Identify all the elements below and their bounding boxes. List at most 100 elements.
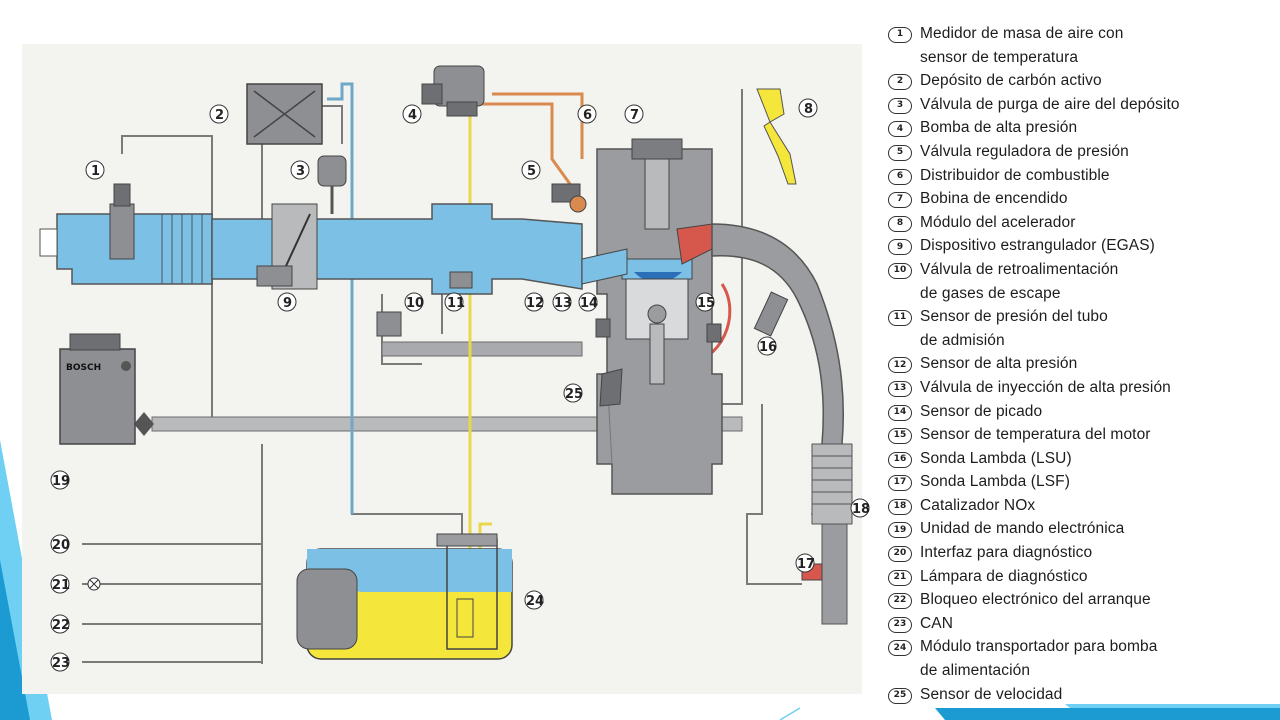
legend-text: Válvula de retroalimentación de gases de… xyxy=(920,260,1119,302)
callout-19: 19 xyxy=(52,474,70,489)
legend-number-badge: 23 xyxy=(888,616,912,633)
legend-text: Sensor de alta presión xyxy=(920,355,1078,373)
legend-item: 15 Sensor de temperatura del motor xyxy=(888,423,1280,447)
air-mass-meter xyxy=(109,183,135,260)
main-harness-bar xyxy=(134,412,743,436)
legend-item: 21 Lámpara de diagnóstico xyxy=(888,565,1280,589)
callout-3: 3 xyxy=(296,164,305,179)
legend-number-badge: 8 xyxy=(888,215,912,232)
legend-item: 25 Sensor de velocidad xyxy=(888,683,1280,707)
legend-text: Sensor de presión del tubo de admisión xyxy=(920,308,1108,349)
legend-number-badge: 25 xyxy=(888,687,912,704)
callout-18: 18 xyxy=(852,502,870,517)
high-pressure-pump xyxy=(421,65,485,117)
callout-25: 25 xyxy=(565,387,583,402)
legend-item: 23 CAN xyxy=(888,612,1280,636)
callout-8: 8 xyxy=(804,102,813,117)
legend-text: Lámpara de diagnóstico xyxy=(920,567,1088,585)
legend-item: 7 Bobina de encendido xyxy=(888,187,1280,211)
legend-number-badge: 16 xyxy=(888,451,912,468)
legend-item: 8 Módulo del acelerador xyxy=(888,211,1280,235)
legend-text: Bomba de alta presión xyxy=(920,119,1078,137)
callout-11: 11 xyxy=(447,296,465,311)
egr-valve xyxy=(376,311,402,337)
legend-text: Sensor de velocidad xyxy=(920,685,1063,703)
legend-text: Sonda Lambda (LSF) xyxy=(920,473,1070,491)
legend-number-badge: 3 xyxy=(888,97,912,114)
ecu-unit: BOSCH xyxy=(59,333,136,445)
legend-text: Sensor de picado xyxy=(920,402,1043,420)
engine-schematic: BOSCH 1 2 3 4 5 6 7 8 9 10 11 12 13 14 1… xyxy=(39,65,870,672)
legend-number-badge: 17 xyxy=(888,475,912,492)
callout-7: 7 xyxy=(630,108,639,123)
legend-text: Dispositivo estrangulador (EGAS) xyxy=(920,237,1155,255)
legend-number-badge: 9 xyxy=(888,239,912,256)
legend-text: Válvula reguladora de presión xyxy=(920,142,1129,160)
legend-number-badge: 5 xyxy=(888,144,912,161)
legend-item: 9 Dispositivo estrangulador (EGAS) xyxy=(888,234,1280,258)
legend-number-badge: 12 xyxy=(888,357,912,374)
bottom-accent-line xyxy=(779,707,801,720)
legend-text: CAN xyxy=(920,614,954,632)
legend-item: 22 Bloqueo electrónico del arranque xyxy=(888,588,1280,612)
legend-item: 2 Depósito de carbón activo xyxy=(888,69,1280,93)
legend-text: Bobina de encendido xyxy=(920,190,1068,208)
ecu-brand-label: BOSCH xyxy=(66,363,101,373)
callout-23: 23 xyxy=(52,656,70,671)
fuel-rail xyxy=(551,183,587,213)
legend-text: Módulo del acelerador xyxy=(920,213,1076,231)
callout-21: 21 xyxy=(52,578,70,593)
legend-number-badge: 21 xyxy=(888,569,912,586)
legend-item: 5 Válvula reguladora de presión xyxy=(888,140,1280,164)
legend-text: Válvula de inyección de alta presión xyxy=(920,378,1171,396)
callout-12: 12 xyxy=(526,296,544,311)
legend-item: 17 Sonda Lambda (LSF) xyxy=(888,470,1280,494)
accelerator-pedal xyxy=(756,88,797,185)
callout-20: 20 xyxy=(52,538,70,553)
legend-item: 24 Módulo transportador para bomba de ali… xyxy=(888,635,1280,682)
carbon-canister xyxy=(246,83,323,145)
legend-number-badge: 24 xyxy=(888,640,912,657)
legend-text: Sensor de temperatura del motor xyxy=(920,426,1151,444)
callout-5: 5 xyxy=(527,164,536,179)
callout-9: 9 xyxy=(283,296,292,311)
egr-pipe xyxy=(381,341,583,357)
legend-text: Bloqueo electrónico del arranque xyxy=(920,591,1151,609)
callout-2: 2 xyxy=(215,108,224,123)
callout-14: 14 xyxy=(580,296,598,311)
fuel-tank xyxy=(296,533,513,660)
callout-22: 22 xyxy=(52,618,70,633)
legend-text: Catalizador NOx xyxy=(920,496,1036,514)
legend-text: Válvula de purga de aire del depósito xyxy=(920,95,1180,113)
legend-number-badge: 15 xyxy=(888,428,912,445)
legend-number-badge: 4 xyxy=(888,121,912,138)
callout-24: 24 xyxy=(526,594,544,609)
legend-number-badge: 7 xyxy=(888,192,912,209)
throttle-body xyxy=(256,203,318,290)
legend-number-badge: 1 xyxy=(888,27,912,43)
legend-number-badge: 10 xyxy=(888,262,912,279)
diagnostic-markers xyxy=(87,577,101,591)
legend-number-badge: 20 xyxy=(888,546,912,563)
callout-15: 15 xyxy=(697,296,715,311)
legend-number-badge: 2 xyxy=(888,74,912,91)
exhaust-system xyxy=(711,223,853,625)
legend-text: Depósito de carbón activo xyxy=(920,72,1102,90)
bottom-accent-strip xyxy=(935,708,1280,720)
legend-item: 12 Sensor de alta presión xyxy=(888,352,1280,376)
legend-number-badge: 18 xyxy=(888,498,912,515)
callout-17: 17 xyxy=(797,557,815,572)
legend-item: 14 Sensor de picado xyxy=(888,400,1280,424)
map-sensor xyxy=(449,271,473,289)
legend-number-badge: 14 xyxy=(888,404,912,421)
legend-text: Módulo transportador para bomba de alime… xyxy=(920,638,1158,680)
legend-number-badge: 22 xyxy=(888,593,912,610)
legend-number-badge: 6 xyxy=(888,168,912,185)
